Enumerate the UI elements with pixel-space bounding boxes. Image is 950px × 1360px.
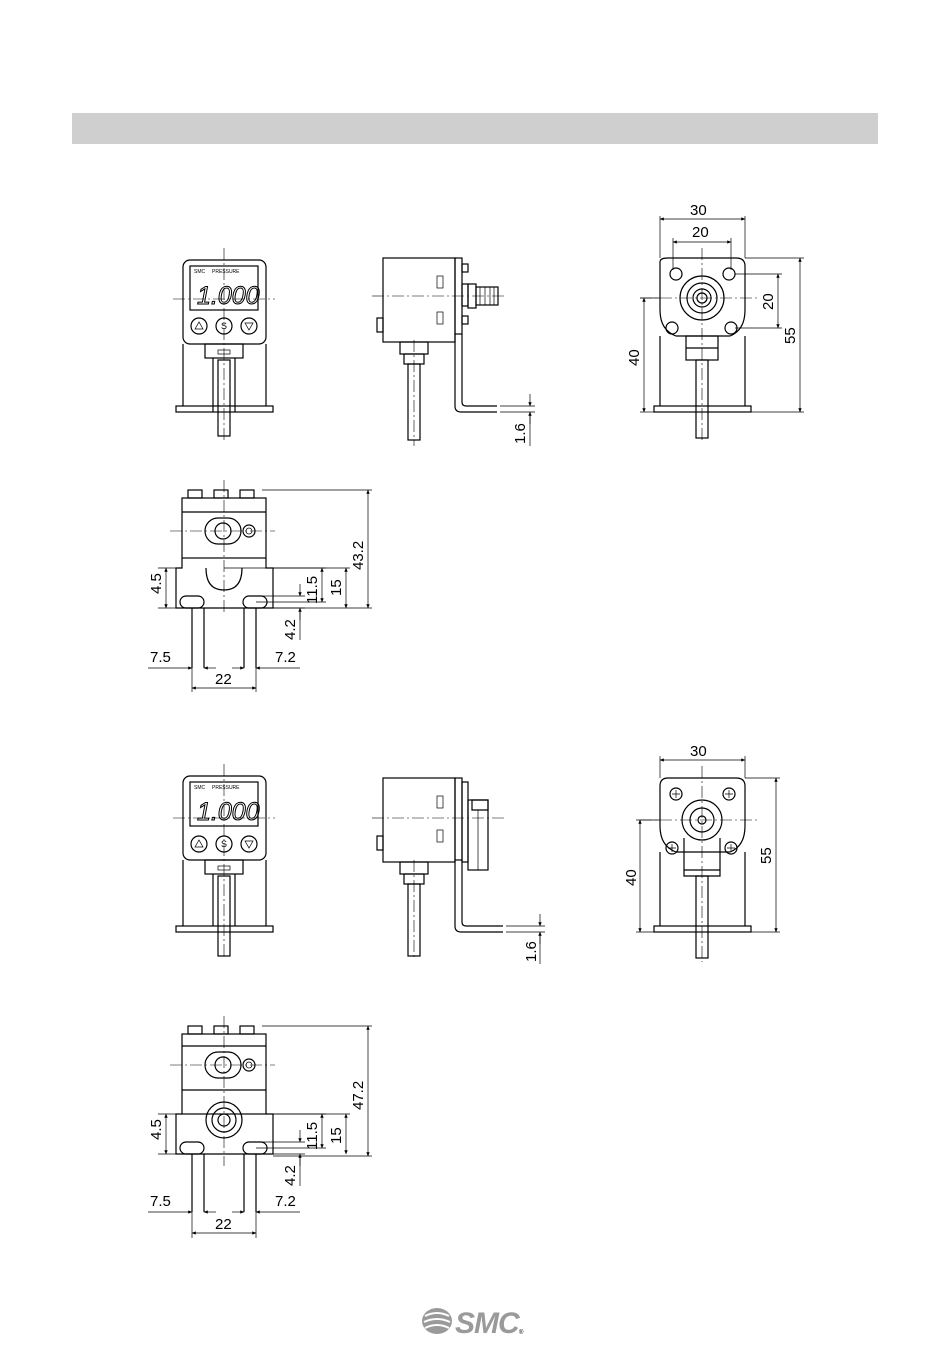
dim-b-width-outer: 30 [690,743,707,760]
dim-a-top-right: 7.2 [275,649,296,666]
dim-b-top-span: 22 [215,1216,232,1233]
smc-logo-icon [422,1308,452,1334]
dim-a-top-span: 22 [215,671,232,688]
up-button-icon [191,836,207,852]
display-digits: 1.000 [197,282,260,310]
dim-a-width-inner: 20 [692,224,709,241]
top-view-a: 43.2 15 11.5 4.2 4.5 7.5 7.2 22 [148,480,372,692]
dim-a-height-total: 55 [782,327,799,344]
back-view-b: 30 55 40 [623,743,780,962]
dim-b-thickness: 1.6 [523,941,540,962]
dim-b-top-offset-c: 15 [328,1127,345,1144]
dim-b-top-offset-a: 4.5 [148,1119,165,1140]
dim-a-top-slot: 4.2 [282,619,299,640]
screw-icon [666,322,678,334]
display-pressure-label: PRESSURE [212,785,240,791]
dim-a-top-offset-c: 15 [328,579,345,596]
display-pressure-label: PRESSURE [212,269,240,275]
dim-a-top-offset-a: 4.5 [148,573,165,594]
smc-logo-text: SMC [455,1307,521,1340]
dim-b-top-right: 7.2 [275,1193,296,1210]
dim-b-top-left: 7.5 [150,1193,171,1210]
side-view-b: 1.6 [372,778,545,964]
front-view-b: SMC PRESSURE 1.000 S [173,764,275,958]
front-view-a: SMC PRESSURE 1.000 S [173,248,275,440]
dim-a-top-height: 43.2 [350,541,367,570]
screw-icon [723,268,735,280]
display-brand-label: SMC [194,269,206,275]
down-button-icon [241,318,257,334]
dim-a-height-lower: 40 [626,349,643,366]
dim-b-top-height: 47.2 [350,1081,367,1110]
dim-b-top-offset-b: 11.5 [304,1122,321,1150]
dim-a-width-outer: 30 [690,202,707,219]
back-view-a: 30 20 20 55 40 [626,202,804,442]
display-brand-label: SMC [194,785,206,791]
svg-text:®: ® [519,1329,524,1336]
dim-a-top-left: 7.5 [150,649,171,666]
up-button-icon [191,318,207,334]
dim-b-height-total: 55 [758,847,775,864]
top-view-b: 47.2 15 11.5 4.2 4.5 7.5 7.2 22 [148,1016,372,1238]
dim-a-hole-vertical: 20 [760,293,777,310]
dim-a-top-offset-b: 11.5 [304,576,321,604]
dim-b-height-lower: 40 [623,869,640,886]
side-view-a: 1.6 [372,258,535,446]
screw-icon [670,268,682,280]
smc-logo: SMC ® [422,1307,524,1340]
down-button-icon [241,836,257,852]
display-digits: 1.000 [197,798,260,826]
dim-b-top-slot: 4.2 [282,1165,299,1186]
dim-a-thickness: 1.6 [512,423,529,444]
